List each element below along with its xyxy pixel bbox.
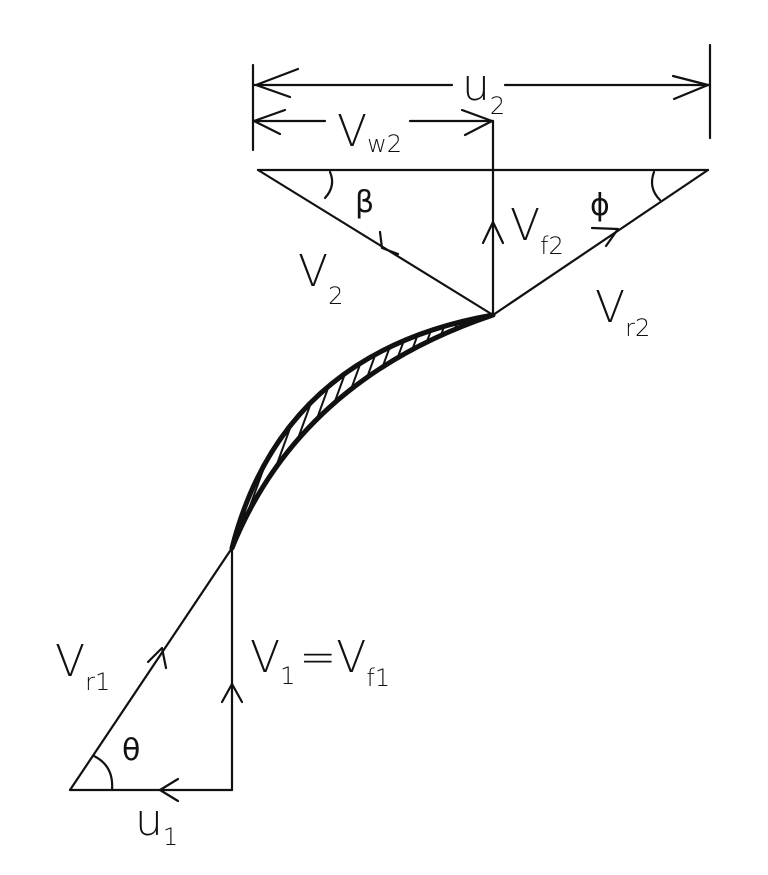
beta-label: β — [355, 185, 374, 220]
u2-dimension — [251, 43, 712, 152]
u2-label: u2 — [462, 60, 505, 120]
v2-arrow — [378, 230, 400, 256]
vw2-label: Vw2 — [337, 106, 402, 158]
beta-arc — [323, 170, 334, 200]
phi-label: ϕ — [590, 188, 610, 223]
theta-label: θ — [122, 733, 140, 768]
inlet-velocity-triangle — [68, 546, 244, 803]
u1-label: u1 — [135, 795, 178, 851]
vf2-arrow — [481, 220, 505, 245]
vr1-label: Vr1 — [55, 636, 110, 696]
outlet-velocity-triangle — [256, 119, 710, 317]
vr1-arrow — [146, 646, 168, 670]
vr2-label: Vr2 — [595, 282, 650, 342]
v1-eq-vf1-label: V1=Vf1 — [250, 632, 390, 692]
theta-arc — [92, 754, 114, 792]
v1-arrow — [220, 682, 244, 704]
vr2-arrow — [590, 226, 620, 248]
u1-arrow — [158, 777, 180, 803]
vf2-label: Vf2 — [510, 200, 564, 260]
turbine-blade — [229, 312, 496, 551]
v2-label: V2 — [298, 246, 343, 310]
phi-arc — [650, 170, 662, 202]
